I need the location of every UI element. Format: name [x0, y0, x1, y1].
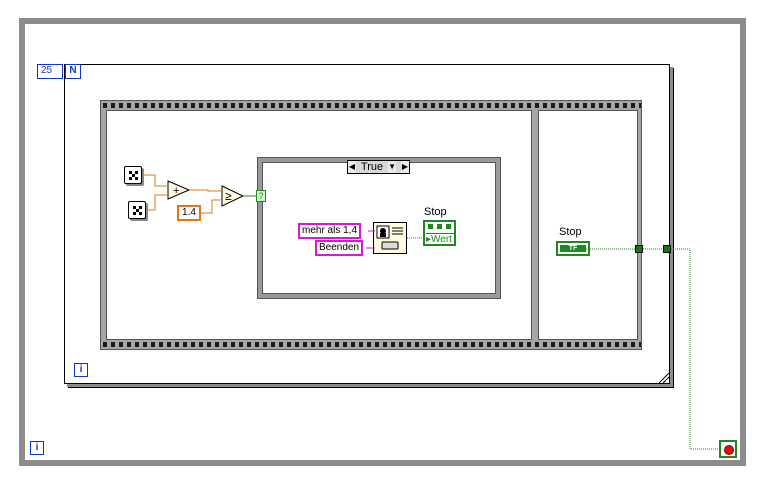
case-selector-value: True [360, 161, 384, 173]
count-terminal[interactable]: N [65, 64, 81, 79]
film-strip-bottom [101, 340, 641, 349]
button-string-constant[interactable]: Beenden [315, 240, 364, 256]
film-strip-top [101, 101, 641, 110]
sequence-tunnel[interactable] [635, 245, 643, 253]
sequence-frame-2[interactable] [538, 110, 638, 340]
greater-or-equal-function[interactable]: ≥ [221, 185, 245, 207]
compare-symbol: ≥ [225, 189, 232, 203]
increment-case-icon[interactable]: ▶ [400, 161, 409, 173]
property-value-row: ▸Wert [426, 233, 455, 245]
flat-sequence-structure[interactable] [100, 100, 642, 350]
wire-add-compare [190, 189, 222, 192]
message-string-constant[interactable]: mehr als 1,4 [298, 223, 362, 239]
wire-random1-add [143, 174, 168, 187]
one-button-dialog-function[interactable] [373, 222, 407, 254]
stop-icon [724, 445, 734, 455]
while-loop[interactable] [19, 18, 746, 466]
stop-local-variable-text: TF [560, 245, 586, 252]
property-node-header [427, 223, 453, 231]
resize-corner-icon[interactable] [656, 371, 670, 384]
numeric-constant[interactable]: 1.4 [177, 205, 201, 221]
case-selector[interactable]: ◀ True ▼ ▶ [347, 160, 410, 174]
random-number-node-1[interactable] [124, 166, 142, 184]
loop-count-constant[interactable]: 25 [37, 64, 63, 79]
random-number-node-2[interactable] [128, 201, 146, 219]
add-function[interactable]: + [167, 180, 191, 200]
property-value-label: Wert [431, 234, 452, 245]
stop-local-variable[interactable]: TF [556, 241, 590, 256]
wire-to-stop-button [671, 248, 719, 450]
stop-property-node[interactable]: ▸Wert [423, 220, 456, 246]
add-symbol: + [173, 185, 179, 197]
for-loop-tunnel[interactable] [663, 245, 671, 253]
while-iteration-terminal: i [30, 441, 44, 455]
decrement-case-icon[interactable]: ◀ [348, 161, 356, 173]
for-iteration-terminal: i [74, 363, 88, 377]
wire-const-compare [201, 199, 222, 214]
stop-local-variable-label: Stop [559, 226, 582, 238]
stop-property-label: Stop [424, 206, 447, 218]
while-loop-stop-terminal[interactable] [719, 440, 737, 458]
case-selector-terminal[interactable]: ? [256, 190, 266, 202]
chevron-down-icon[interactable]: ▼ [388, 161, 397, 173]
wire-random2-add [147, 194, 168, 211]
dialog-icon [376, 225, 403, 250]
